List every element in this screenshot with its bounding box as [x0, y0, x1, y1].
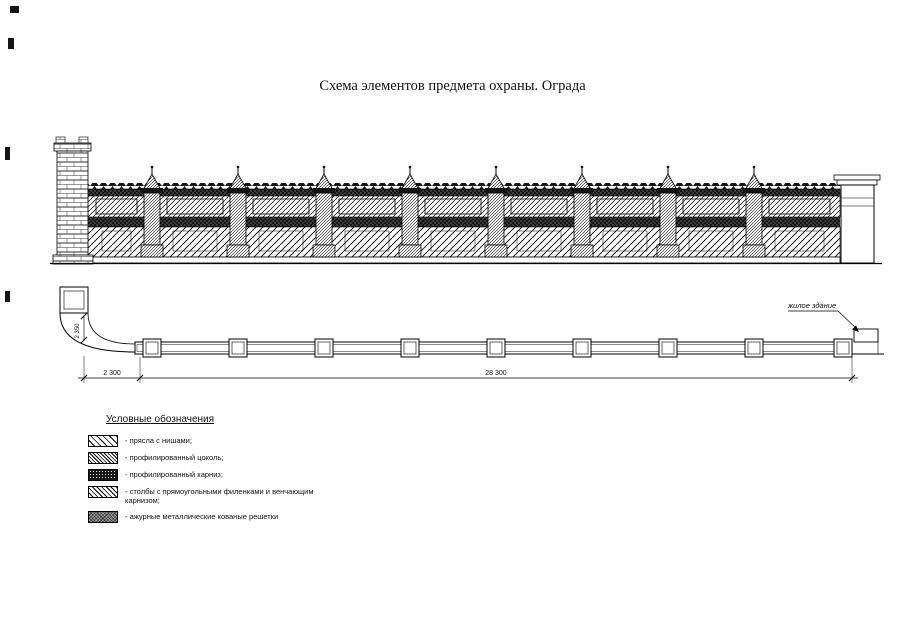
plan-post [142, 338, 162, 358]
legend: Условные обозначения - прясла с нишами; … [88, 414, 338, 528]
legend-item-label: - прясла с нишами; [125, 436, 192, 445]
legend-item-label: - ажурные металлические кованые решетки [125, 511, 279, 521]
legend-item: - ажурные металлические кованые решетки [88, 510, 338, 523]
plan-post [658, 338, 678, 358]
dimensions: 2 350 2 300 28 300 [75, 312, 858, 383]
elevation-view [50, 136, 882, 265]
right-pillar [833, 174, 881, 264]
grille-swatch-icon [88, 510, 118, 523]
dim-bottom-left: 2 300 [103, 370, 121, 377]
fence-middle-cornice [88, 217, 840, 227]
fence-post [226, 165, 250, 258]
plan-building [852, 328, 884, 355]
print-marks [5, 6, 19, 302]
building-label: жилое здание [787, 301, 836, 310]
fence-post [742, 165, 766, 258]
fence-pryasla [87, 226, 841, 258]
fence-crest-grille [88, 183, 840, 189]
fence-post [570, 165, 594, 258]
plan-left-pillar-inner [63, 290, 85, 310]
legend-item-label: - профилированный цоколь; [125, 453, 224, 462]
niche-outlines [101, 230, 825, 252]
plan-curved-wall-outer [59, 312, 136, 353]
legend-item: - профилированный цоколь; [88, 452, 338, 464]
dim-bottom-main: 28 300 [485, 370, 507, 377]
plan-post [228, 338, 248, 358]
plan-curved-wall-inner [87, 312, 136, 345]
hatch-wide-swatch-icon [88, 435, 118, 447]
legend-item-label: - профилированный карниз; [125, 470, 223, 479]
fence-post [484, 165, 508, 258]
legend-item: - прясла с нишами; [88, 435, 338, 447]
fence-post [398, 165, 422, 258]
fence-post [140, 165, 164, 258]
legend-item: - столбы с прямоугольными филенками и ве… [88, 486, 338, 506]
plan-post [314, 338, 334, 358]
building-leader-line [788, 310, 858, 330]
fence-plinth [87, 256, 841, 264]
hatch-medium-swatch-icon [88, 486, 118, 498]
plan-post [833, 338, 853, 358]
plan-left-pillar [59, 286, 89, 314]
left-tower [52, 136, 94, 265]
fence-post [312, 165, 336, 258]
legend-header: Условные обозначения [106, 414, 215, 425]
plan-post [400, 338, 420, 358]
plan-post [744, 338, 764, 358]
upper-panel-frames [95, 198, 831, 215]
building-leader-arrow [852, 325, 859, 332]
plan-post [486, 338, 506, 358]
fence-top-cornice [87, 188, 841, 197]
legend-item: - профилированный карниз; [88, 469, 338, 481]
legend-item-label: - столбы с прямоугольными филенками и ве… [125, 487, 314, 506]
dim-left-vertical: 2 350 [75, 323, 81, 339]
plan-view: жилое здание [59, 286, 884, 358]
hatch-dense-swatch-icon [88, 452, 118, 464]
plan-post [572, 338, 592, 358]
page-title: Схема элементов предмета охраны. Ограда [319, 78, 586, 94]
cornice-swatch-icon [88, 469, 118, 481]
fence-post [656, 165, 680, 258]
